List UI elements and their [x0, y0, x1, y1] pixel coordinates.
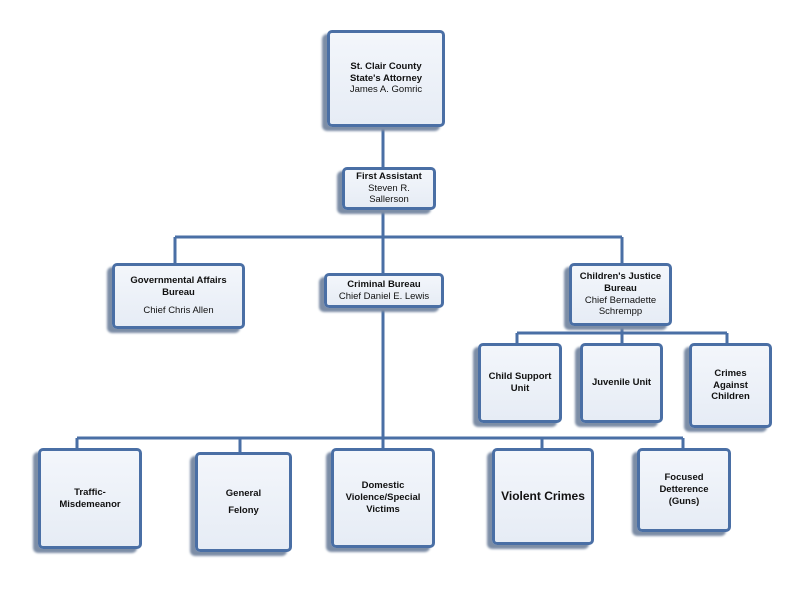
attorney-name: James A. Gomric [349, 84, 423, 96]
box-governmental: Governmental Affairs Bureau Chief Chris … [112, 263, 245, 329]
box-first-assistant: First Assistant Steven R. Sallerson [342, 167, 436, 210]
box-criminal: Criminal Bureau Chief Daniel E. Lewis [324, 273, 444, 308]
box-traffic: Traffic-Misdemeanor [38, 448, 142, 549]
attorney-title: St. Clair County State's Attorney [349, 60, 423, 84]
childrens-name: Chief Bernadette Schrempp [584, 294, 657, 318]
box-violent-crimes: Violent Crimes [492, 448, 594, 545]
box-general-felony: General Felony [195, 452, 292, 552]
box-crimes-against-children: Crimes Against Children [689, 343, 772, 428]
general-felony-title: General Felony [225, 487, 262, 516]
box-domestic: Domestic Violence/Special Victims [331, 448, 435, 548]
juvenile-title: Juvenile Unit [591, 377, 652, 389]
box-childrens: Children's Justice Bureau Chief Bernadet… [569, 263, 672, 326]
domestic-title: Domestic Violence/Special Victims [345, 480, 421, 515]
violent-crimes-title: Violent Crimes [501, 489, 585, 503]
crimes-against-children-title: Crimes Against Children [711, 367, 750, 403]
criminal-title: Criminal Bureau [347, 278, 421, 290]
childrens-title: Children's Justice Bureau [579, 270, 662, 294]
focused-deterrence-title: Focused Detterence (Guns) [659, 472, 709, 507]
traffic-title: Traffic-Misdemeanor [59, 486, 121, 510]
box-child-support: Child Support Unit [478, 343, 562, 423]
box-focused-deterrence: Focused Detterence (Guns) [637, 448, 731, 532]
governmental-name: Chief Chris Allen [143, 304, 214, 316]
box-juvenile: Juvenile Unit [580, 343, 663, 423]
first-assistant-name: Steven R. Sallerson [368, 182, 410, 206]
governmental-title: Governmental Affairs Bureau [130, 275, 227, 299]
criminal-name: Chief Daniel E. Lewis [338, 290, 430, 302]
first-assistant-title: First Assistant [356, 170, 422, 182]
box-attorney: St. Clair County State's Attorney James … [327, 30, 445, 127]
child-support-title: Child Support Unit [488, 371, 552, 394]
